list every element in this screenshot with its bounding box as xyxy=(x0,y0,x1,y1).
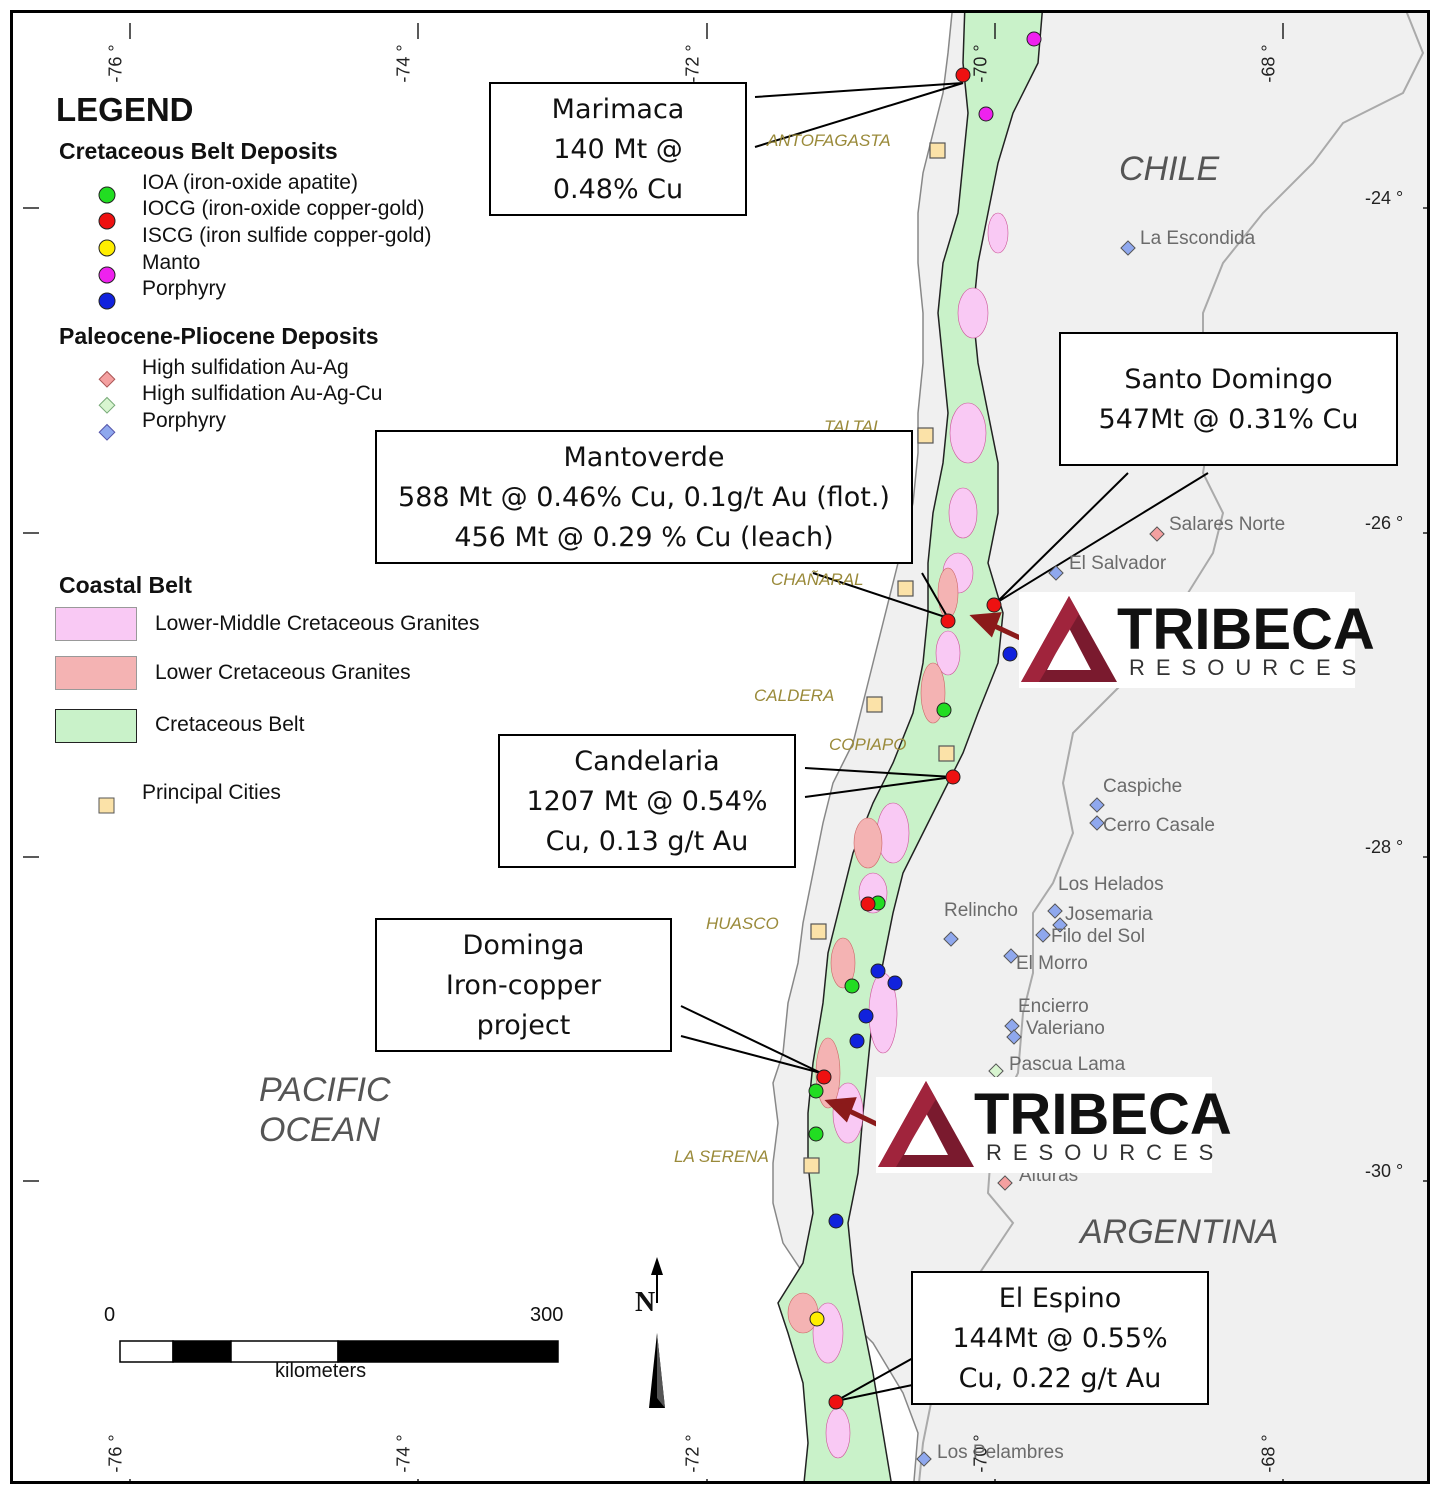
tick-right-28: -28 ° xyxy=(1365,837,1404,857)
ocean-line1: PACIFIC xyxy=(259,1071,391,1109)
place-los-helados: Los Helados xyxy=(1058,874,1164,895)
place-valeriano: Valeriano xyxy=(1026,1018,1105,1039)
legend-title: LEGEND xyxy=(56,91,194,128)
city-la-serena: LA SERENA xyxy=(674,1147,769,1166)
scale-unit: kilometers xyxy=(275,1360,367,1382)
callout-el-espino: El Espino 144Mt @ 0.55% Cu, 0.22 g/t Au xyxy=(911,1271,1209,1405)
legend-lower-middle-granites: Lower-Middle Cretaceous Granites xyxy=(155,612,480,635)
city-huasco: HUASCO xyxy=(706,914,779,933)
tribeca-logo-sub: RESOURCES xyxy=(1129,655,1368,680)
place-encierro: Encierro xyxy=(1018,996,1089,1017)
scale-start: 0 xyxy=(104,1304,116,1326)
tribeca-logo-icon xyxy=(1021,596,1117,682)
tick-bottom-72: -72 ° xyxy=(682,1434,703,1473)
legend-hs-au-ag: High sulfidation Au-Ag xyxy=(142,356,349,379)
city-markers xyxy=(803,142,955,1174)
cretaceous-deposits xyxy=(808,31,1042,1410)
legend-coastal-title: Coastal Belt xyxy=(59,572,192,598)
legend-cretaceous-belt: Cretaceous Belt xyxy=(155,713,305,736)
north-label: N xyxy=(635,1287,656,1318)
country-border xyxy=(918,13,1425,1481)
tick-bottom-76: -76 ° xyxy=(105,1434,126,1473)
tick-right-24: -24 ° xyxy=(1365,188,1404,208)
legend-porphyry: Porphyry xyxy=(142,277,227,300)
graticule-ticks xyxy=(23,23,1427,1481)
ocean-line2: OCEAN xyxy=(259,1111,380,1149)
tribeca-logo-sub: RESOURCES xyxy=(986,1140,1225,1165)
city-copiapo: COPIAPO xyxy=(829,735,907,754)
country-argentina: ARGENTINA xyxy=(1080,1213,1279,1251)
tick-right-30: -30 ° xyxy=(1365,1161,1404,1181)
legend-paleocene-title: Paleocene-Pliocene Deposits xyxy=(59,323,379,349)
tick-bottom-74: -74 ° xyxy=(393,1434,414,1473)
legend-hs-au-ag-cu: High sulfidation Au-Ag-Cu xyxy=(142,382,383,405)
tribeca-logo-north: TRIBECA RESOURCES xyxy=(1019,592,1375,688)
tick-top-68: -68 ° xyxy=(1258,44,1279,83)
callout-santo-domingo: Santo Domingo 547Mt @ 0.31% Cu xyxy=(1059,332,1398,466)
tribeca-logo-south: TRIBECA RESOURCES xyxy=(876,1077,1232,1173)
tribeca-logo-text: TRIBECA xyxy=(974,1082,1232,1147)
tick-top-76: -76 ° xyxy=(105,44,126,83)
scale-end: 300 xyxy=(530,1304,564,1326)
scale-bar xyxy=(119,1340,559,1363)
place-la-escondida: La Escondida xyxy=(1140,228,1256,249)
place-relincho: Relincho xyxy=(944,900,1018,921)
callout-mantoverde: Mantoverde 588 Mt @ 0.46% Cu, 0.1g/t Au … xyxy=(375,430,913,564)
tick-right-26: -26 ° xyxy=(1365,513,1404,533)
pacific-ocean-label: PACIFIC OCEAN xyxy=(259,1070,391,1150)
place-pascua-lama: Pascua Lama xyxy=(1009,1054,1126,1075)
place-los-pelambres: Los Pelambres xyxy=(937,1442,1064,1463)
legend-ioa: IOA (iron-oxide apatite) xyxy=(142,171,358,194)
tick-bottom-68: -68 ° xyxy=(1258,1434,1279,1473)
tick-top-70: -70 ° xyxy=(970,44,991,83)
city-caldera: CALDERA xyxy=(754,686,835,705)
swatch-lower-middle-granites xyxy=(55,607,137,641)
city-chanaral: CHAÑARAL xyxy=(771,570,864,589)
legend-lower-granites: Lower Cretaceous Granites xyxy=(155,661,411,684)
place-josemaria: Josemaria xyxy=(1065,904,1153,925)
tribeca-logo-icon xyxy=(878,1081,974,1167)
north-arrow xyxy=(649,1257,665,1408)
legend-iocg: IOCG (iron-oxide copper-gold) xyxy=(142,197,425,220)
city-antofagasta: ANTOFAGASTA xyxy=(767,131,891,150)
legend-iscg: ISCG (iron sulfide copper-gold) xyxy=(142,224,432,247)
paleocene-deposits xyxy=(916,240,1165,1467)
tick-top-72: -72 ° xyxy=(682,44,703,83)
legend-symbols xyxy=(98,186,116,814)
place-salares-norte: Salares Norte xyxy=(1169,514,1286,535)
legend-paleo-porphyry: Porphyry xyxy=(142,409,227,432)
legend-principal-cities: Principal Cities xyxy=(142,781,281,804)
place-el-salvador: El Salvador xyxy=(1069,553,1167,574)
country-chile: CHILE xyxy=(1119,150,1220,188)
legend-manto: Manto xyxy=(142,251,201,274)
place-filo-del-sol: Filo del Sol xyxy=(1051,926,1145,947)
swatch-lower-granites xyxy=(55,656,137,690)
tick-top-74: -74 ° xyxy=(393,44,414,83)
place-el-morro: El Morro xyxy=(1016,953,1088,974)
place-caspiche: Caspiche xyxy=(1103,776,1183,797)
callout-dominga: Dominga Iron-copper project xyxy=(375,918,672,1052)
swatch-cretaceous-belt xyxy=(55,709,137,743)
map-frame: LEGEND Cretaceous Belt Deposits IOA (iro… xyxy=(10,10,1430,1484)
callout-marimaca: Marimaca 140 Mt @ 0.48% Cu xyxy=(489,82,747,216)
callout-candelaria: Candelaria 1207 Mt @ 0.54% Cu, 0.13 g/t … xyxy=(498,734,796,868)
legend-cretaceous-title: Cretaceous Belt Deposits xyxy=(59,138,338,164)
place-cerro-casale: Cerro Casale xyxy=(1103,815,1215,836)
tribeca-logo-text: TRIBECA xyxy=(1117,597,1375,662)
